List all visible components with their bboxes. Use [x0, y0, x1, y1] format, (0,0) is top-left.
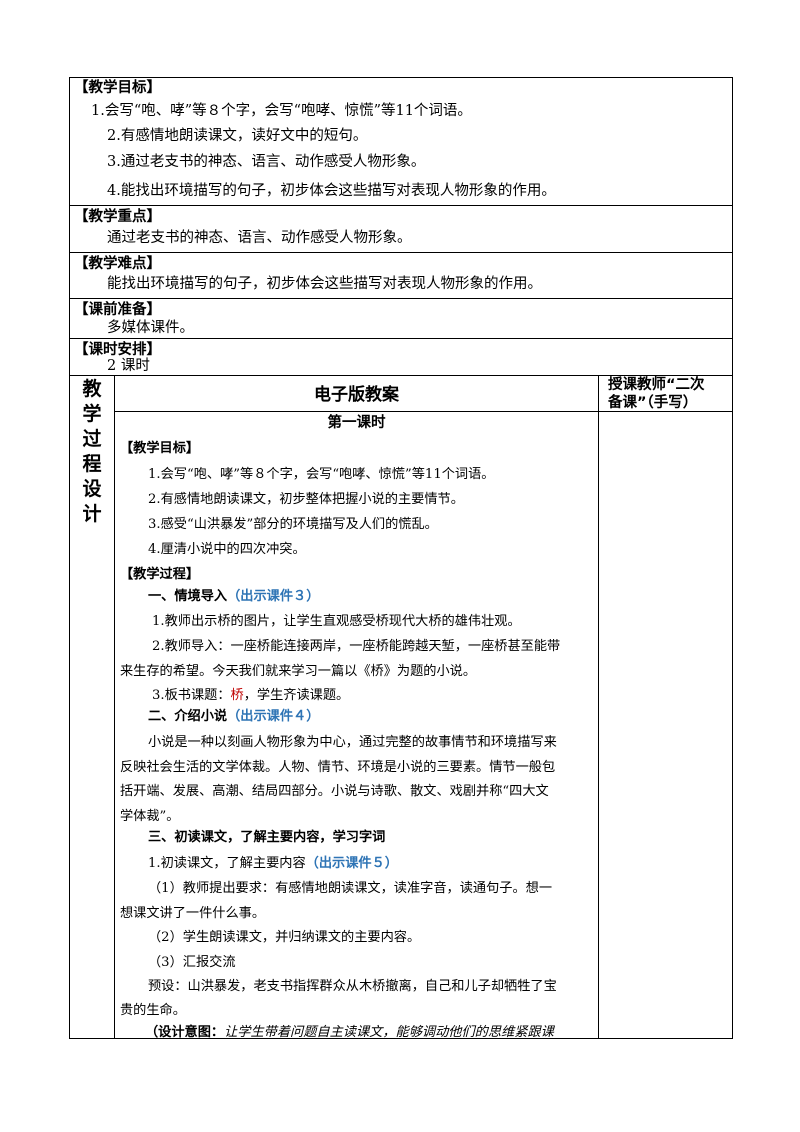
header-divider: [114, 411, 733, 412]
lesson-objective-item: 2.有感情地朗读课文，初步整体把握小说的主要情节。: [148, 492, 464, 507]
table-border-left: [69, 77, 70, 1039]
difficulties-heading: 【教学难点】: [74, 256, 161, 272]
section-1-item: 2.教师导入：一座桥能连接两岸，一座桥能跨越天堑，一座桥甚至能带: [152, 639, 561, 654]
courseware-tag: （出示课件５）: [305, 856, 398, 871]
objective-item: 1.会写“咆、哮”等８个字，会写“咆哮、惊慌”等11个词语。: [91, 103, 472, 119]
schedule-text: 2 课时: [107, 358, 150, 374]
key-points-text: 通过老支书的神态、语言、动作感受人物形象。: [107, 230, 412, 246]
section-2-line: 括开端、发展、高潮、结局四部分。小说与诗歌、散文、戏剧并称“四大文: [120, 784, 549, 799]
section-1-item: 1.教师出示桥的图片，让学生直观感受桥现代大桥的雄伟壮观。: [152, 614, 521, 629]
section-3-title: 三、初读课文，了解主要内容，学习字词: [148, 830, 386, 845]
preparation-text: 多媒体课件。: [107, 320, 194, 336]
section-1-heading: 一、情境导入（出示课件３）: [148, 588, 319, 606]
lesson-objective-item: 4.厘清小说中的四次冲突。: [148, 542, 306, 557]
board-title-prefix: 3.板书课题：: [152, 688, 231, 703]
courseware-tag: （出示课件３）: [227, 589, 320, 604]
lesson-objectives-heading: 【教学目标】: [120, 441, 200, 456]
table-border-bottom: [69, 1038, 733, 1039]
design-intent: （设计意图：让学生带着问题自主读课文，能够调动他们的思维紧跟课: [145, 1024, 554, 1042]
row-divider: [69, 205, 733, 206]
design-intent-label: （设计意图：: [145, 1025, 225, 1040]
board-title-highlight: 桥: [230, 688, 244, 703]
objective-item: 3.通过老支书的神态、语言、动作感受人物形象。: [107, 154, 426, 170]
process-heading: 【教学过程】: [120, 567, 200, 582]
section-2-line: 小说是一种以刻画人物形象为中心，通过完整的故事情节和环境描写来: [148, 735, 557, 750]
section-2-line: 学体裁”。: [120, 809, 180, 824]
section-1-item: 3.板书课题：桥，学生齐读课题。: [152, 687, 349, 705]
row-divider: [69, 338, 733, 339]
lesson-title: 第一课时: [327, 415, 386, 431]
table-border-top: [69, 77, 733, 78]
objective-item: 2.有感情地朗读课文，读好文中的短句。: [107, 128, 368, 144]
key-points-heading: 【教学重点】: [74, 209, 161, 225]
section-2-title: 二、介绍小说: [148, 709, 228, 724]
section-3-requirement: （1）教师提出要求：有感情地朗读课文，读准字音，读通句子。想一: [148, 881, 553, 896]
schedule-heading: 【课时安排】: [74, 342, 161, 358]
table-border-right: [732, 77, 733, 1039]
process-label-char: 计: [82, 503, 102, 525]
process-label-char: 过: [82, 428, 102, 450]
section-3-requirement-cont: 想课文讲了一件什么事。: [120, 906, 266, 921]
section-1-title: 一、情境导入: [148, 589, 228, 604]
section-3-read: （2）学生朗读课文，并归纳课文的主要内容。: [148, 930, 421, 945]
section-3-report: （3）汇报交流: [148, 955, 236, 970]
lesson-objective-item: 1.会写“咆、哮”等８个字，会写“咆哮、惊慌”等11个词语。: [148, 467, 495, 482]
section-3-item: 1.初读课文，了解主要内容（出示课件５）: [148, 855, 398, 873]
courseware-tag: （出示课件４）: [227, 709, 320, 724]
side-column-header-line2: 备课”（手写）: [608, 395, 698, 411]
process-label-char: 教: [82, 378, 102, 400]
section-1-item-cont: 来生存的希望。今天我们就来学习一篇以《桥》为题的小说。: [120, 664, 477, 679]
section-3-preset-cont: 贵的生命。: [120, 1003, 186, 1018]
process-label-char: 程: [82, 453, 102, 475]
objective-item: 4.能找出环境描写的句子，初步体会这些描写对表现人物形象的作用。: [107, 183, 556, 199]
main-column-header: 电子版教案: [314, 385, 399, 405]
section-2-heading: 二、介绍小说（出示课件４）: [148, 708, 319, 726]
design-intent-text: 让学生带着问题自主读课文，能够调动他们的思维紧跟课: [224, 1025, 554, 1040]
preparation-heading: 【课前准备】: [74, 302, 161, 318]
column-divider-side: [598, 375, 599, 1039]
column-divider-label: [114, 375, 115, 1039]
difficulties-text: 能找出环境描写的句子，初步体会这些描写对表现人物形象的作用。: [107, 276, 542, 292]
process-label-char: 学: [82, 403, 102, 425]
row-divider: [69, 375, 733, 376]
process-label-char: 设: [82, 478, 102, 500]
lesson-objective-item: 3.感受“山洪暴发”部分的环境描写及人们的慌乱。: [148, 517, 438, 532]
objectives-heading: 【教学目标】: [74, 80, 161, 96]
section-2-line: 反映社会生活的文学体裁。人物、情节、环境是小说的三要素。情节一般包: [120, 760, 556, 775]
section-3-preset: 预设：山洪暴发，老支书指挥群众从木桥撤离，自己和儿子却牺牲了宝: [148, 979, 557, 994]
row-divider: [69, 252, 733, 253]
board-title-suffix: ，学生齐读课题。: [243, 688, 350, 703]
section-3-item-text: 1.初读课文，了解主要内容: [148, 856, 306, 871]
row-divider: [69, 298, 733, 299]
side-column-header-line1: 授课教师“二次: [608, 377, 705, 393]
